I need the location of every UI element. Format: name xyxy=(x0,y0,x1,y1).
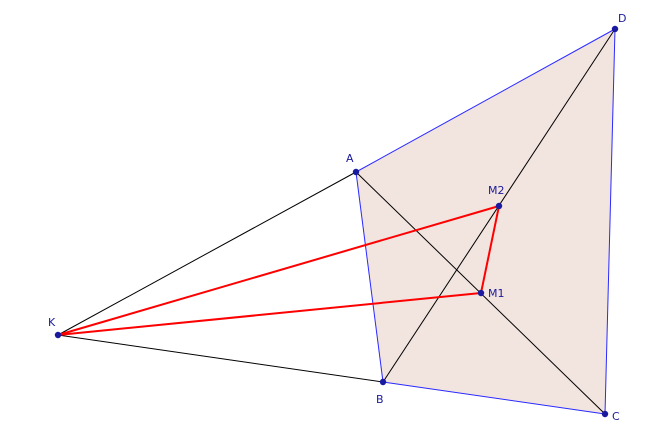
label-k: K xyxy=(48,316,56,329)
segment-k-m1 xyxy=(57,292,482,336)
point-b xyxy=(379,378,387,386)
label-c: C xyxy=(612,410,620,423)
label-m1: M1 xyxy=(488,287,505,300)
segment-k-m2 xyxy=(57,205,500,336)
edge-da xyxy=(355,28,616,173)
edge-ab xyxy=(355,171,384,383)
point-d xyxy=(611,25,619,33)
label-m2: M2 xyxy=(488,184,505,197)
point-m1 xyxy=(477,289,485,297)
point-k xyxy=(54,331,62,339)
segment-m1-m2 xyxy=(480,205,500,294)
edge-cd xyxy=(604,28,616,415)
point-m2 xyxy=(495,202,503,210)
label-d: D xyxy=(618,12,626,25)
edge-bc xyxy=(382,381,606,415)
label-a: A xyxy=(346,152,354,165)
quadrilateral-abcd xyxy=(356,29,615,414)
segment-ka xyxy=(57,171,357,336)
point-c xyxy=(601,410,609,418)
point-a xyxy=(352,168,360,176)
label-b: B xyxy=(376,393,384,406)
segment-kb xyxy=(57,334,384,383)
